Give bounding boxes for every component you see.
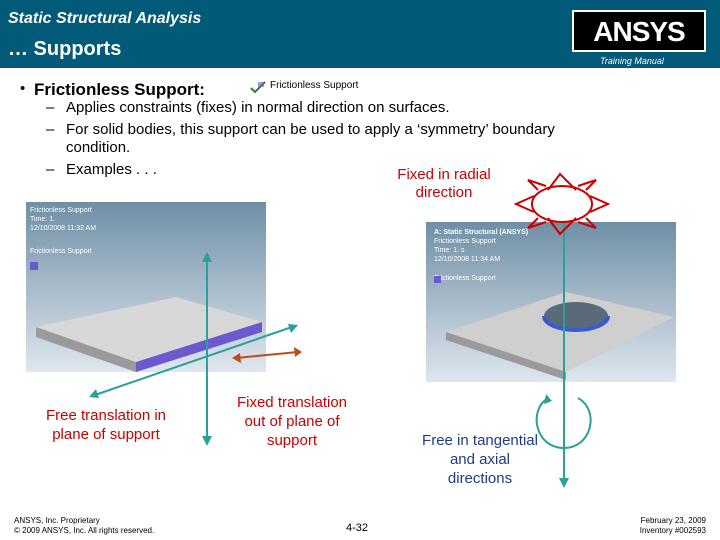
- bullet-icon: •: [20, 80, 26, 97]
- annotation-line: Free translation in: [45, 407, 167, 424]
- list-item: For solid bodies, this support can be us…: [66, 121, 555, 138]
- annotation-line: out of plane of: [244, 413, 340, 430]
- free-tangential-label: Free in tangential and axial directions: [400, 431, 560, 488]
- dash-2: –: [46, 121, 55, 138]
- fixed-out-of-plane-label: Fixed translation out of plane of suppor…: [222, 393, 362, 450]
- right-model-image: [426, 222, 676, 382]
- legend-line: Time: 1.: [30, 216, 56, 223]
- footer-line: © 2009 ANSYS, Inc. All rights reserved.: [14, 526, 155, 535]
- dash-1: –: [46, 99, 55, 116]
- legend-line: A: Static Structural (ANSYS): [434, 229, 529, 236]
- bullet-heading: Frictionless Support:: [34, 80, 205, 99]
- legend-swatch: [434, 276, 441, 283]
- legend-line: Time: 1. s: [434, 247, 465, 254]
- radial-star-icon: [513, 172, 611, 236]
- frictionless-support-icon: [250, 81, 266, 94]
- footer-line: ANSYS, Inc. Proprietary: [14, 516, 100, 525]
- list-item: Examples . . .: [66, 161, 157, 178]
- free-in-plane-label: Free translation in plane of support: [22, 406, 190, 444]
- legend-line: Frictionless Support: [30, 207, 92, 214]
- legend-line: Frictionless Support: [434, 238, 496, 245]
- page-header-title: Static Structural Analysis: [8, 10, 202, 27]
- dash-3: –: [46, 161, 55, 178]
- legend-line: 12/10/2008 11:32 AM: [30, 225, 97, 232]
- annotation-line: Free in tangential: [422, 432, 538, 449]
- page-title: … Supports: [8, 38, 122, 60]
- annotation-line: and axial: [449, 451, 511, 468]
- list-item: condition.: [66, 139, 131, 156]
- ansys-logo: ANSYS: [572, 10, 706, 52]
- logo-text: ANSYS: [593, 16, 685, 47]
- header-bar: Static Structural Analysis … Supports AN…: [0, 0, 720, 68]
- left-model-image: [26, 202, 266, 372]
- legend-line: Frictionless Support: [434, 275, 496, 282]
- annotation-line: direction: [415, 184, 473, 201]
- annotation-line: directions: [447, 470, 513, 487]
- legend-line: Frictionless Support: [30, 248, 92, 255]
- fixed-radial-label: Fixed in radial direction: [384, 166, 504, 202]
- annotation-line: support: [266, 432, 318, 449]
- footer-date: February 23, 2009 Inventory #002593: [640, 516, 706, 536]
- tree-item-label: Frictionless Support: [270, 80, 359, 91]
- page-number: 4-32: [346, 522, 369, 534]
- legend-line: 12/10/2008 11:34 AM: [434, 256, 501, 263]
- annotation-line: plane of support: [52, 426, 160, 443]
- annotation-line: Fixed translation: [236, 394, 348, 411]
- diagonal-arrow-left: [94, 326, 293, 396]
- footer-copyright: ANSYS, Inc. Proprietary © 2009 ANSYS, In…: [14, 516, 154, 536]
- training-manual-label: Training Manual: [600, 56, 664, 66]
- in-plane-arrow: [235, 351, 299, 359]
- annotation-line: Fixed in radial: [397, 166, 491, 183]
- tangential-arrow: [535, 397, 592, 450]
- right-legend: A: Static Structural (ANSYS) Frictionles…: [434, 228, 528, 283]
- legend-swatch: [30, 262, 38, 270]
- footer-line: February 23, 2009: [640, 516, 706, 525]
- footer-line: Inventory #002593: [639, 526, 706, 535]
- left-legend: Frictionless Support Time: 1. 12/10/2008…: [30, 206, 96, 256]
- list-item: Applies constraints (fixes) in normal di…: [66, 99, 450, 116]
